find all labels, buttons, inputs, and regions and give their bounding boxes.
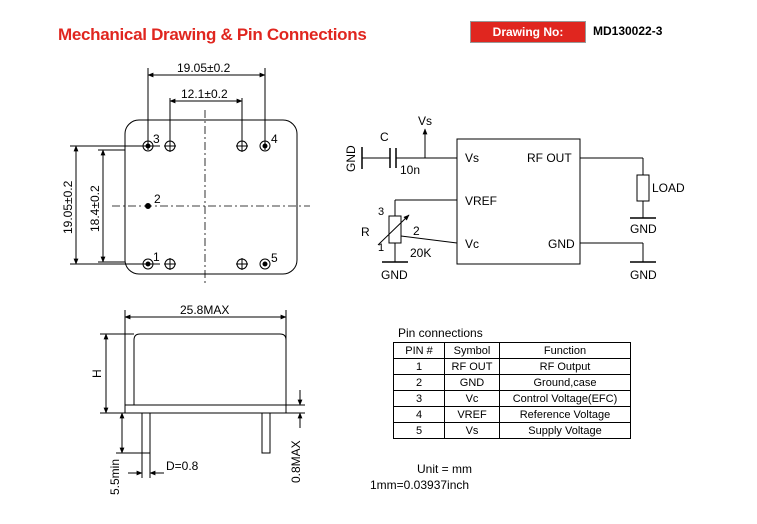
block-pin-gnd: GND: [548, 237, 575, 251]
pin-2-hole: [145, 203, 151, 209]
lead-right: [261, 412, 271, 454]
dim-text-inner-height: 18.4±0.2: [88, 185, 102, 232]
load-gnd-label: GND: [630, 222, 657, 236]
table-cell: Supply Voltage: [499, 422, 631, 439]
pin-1-hole: [142, 258, 154, 270]
pin-label-3: 3: [153, 132, 160, 146]
table-cell: 1: [393, 358, 445, 375]
table-cell: Ground,case: [499, 374, 631, 391]
pot-value: 20K: [410, 246, 431, 260]
table-cell: Vs: [444, 422, 500, 439]
side-view: [100, 310, 305, 478]
top-view-pins: [142, 140, 271, 270]
pin-label-1: 1: [153, 250, 160, 264]
package-base-side: [124, 404, 287, 414]
schematic: [361, 128, 656, 265]
table-cell: RF OUT: [444, 358, 500, 375]
table-cell: Vc: [444, 390, 500, 407]
package-body-side: [133, 333, 287, 405]
page-title: Mechanical Drawing & Pin Connections: [58, 25, 367, 44]
dim-text-pin-length: 5.5min: [108, 459, 122, 495]
potentiometer: [388, 215, 402, 244]
dim-text-outer-height: 19.05±0.2: [61, 180, 75, 234]
dim-text-pin-diameter: D=0.8: [166, 459, 199, 473]
table-cell: Control Voltage(EFC): [499, 390, 631, 407]
pin-3-hole: [142, 140, 154, 152]
table-cell: VREF: [444, 406, 500, 423]
table-row: 5 Vs Supply Voltage: [393, 422, 631, 439]
block-pin-rfout: RF OUT: [527, 151, 572, 165]
pin-label-2: 2: [154, 192, 161, 206]
pin-label-4: 4: [271, 132, 278, 146]
pin-table-title: Pin connections: [398, 326, 483, 340]
pot-label: R: [361, 225, 370, 239]
dim-text-standoff: 0.8MAX: [289, 440, 303, 483]
load-resistor: [636, 174, 650, 202]
pot-pin3-label: 3: [378, 206, 384, 218]
table-header-cell: Function: [499, 342, 631, 359]
dim-text-outer-width: 19.05±0.2: [177, 61, 231, 75]
cap-label: C: [380, 130, 389, 144]
pin-hole-dummy: [236, 258, 248, 270]
pin-table: PIN # Symbol Function 1 RF OUT RF Output…: [393, 342, 631, 439]
table-row: 2 GND Ground,case: [393, 374, 631, 391]
pin-hole-dummy: [164, 140, 176, 152]
table-cell: 5: [393, 422, 445, 439]
dim-text-inner-width: 12.1±0.2: [181, 87, 228, 101]
unit-note: Unit = mm: [417, 462, 473, 476]
table-cell: Reference Voltage: [499, 406, 631, 423]
table-cell: GND: [444, 374, 500, 391]
package-outline-top: [124, 119, 298, 275]
table-header-cell: Symbol: [444, 342, 500, 359]
table-row: 4 VREF Reference Voltage: [393, 406, 631, 423]
dim-text-h: H: [90, 369, 104, 378]
pin-hole-dummy: [164, 258, 176, 270]
table-cell: 4: [393, 406, 445, 423]
block-pin-vs: Vs: [465, 151, 479, 165]
pin-hole-dummy: [236, 140, 248, 152]
table-cell: 3: [393, 390, 445, 407]
table-cell: 2: [393, 374, 445, 391]
block-pin-vc: Vc: [465, 237, 479, 251]
oscillator-block: [456, 138, 581, 265]
pot-pin2-label: 2: [413, 224, 420, 238]
table-header-cell: PIN #: [393, 342, 445, 359]
unit-conversion-note: 1mm=0.03937inch: [370, 478, 470, 492]
pin-4-hole: [259, 140, 271, 152]
dim-text-width: 25.8MAX: [180, 303, 229, 317]
table-header-row: PIN # Symbol Function: [393, 342, 631, 359]
pot-gnd-label: GND: [381, 268, 408, 282]
load-label: LOAD: [652, 181, 685, 195]
gnd-right-label: GND: [630, 268, 657, 282]
table-row: 3 Vc Control Voltage(EFC): [393, 390, 631, 407]
drawing-number-value: MD130022-3: [593, 24, 663, 38]
pot-pin1-label: 1: [378, 242, 384, 254]
drawing-number-label: Drawing No:: [470, 21, 586, 43]
block-pin-vref: VREF: [465, 194, 497, 208]
pin-label-5: 5: [271, 251, 278, 265]
table-row: 1 RF OUT RF Output: [393, 358, 631, 375]
table-cell: RF Output: [499, 358, 631, 375]
cap-value: 10n: [400, 163, 420, 177]
vs-supply-label: Vs: [418, 114, 432, 128]
pin-5-hole: [259, 258, 271, 270]
lead-left: [141, 412, 151, 454]
gnd-left-label: GND: [344, 145, 358, 172]
